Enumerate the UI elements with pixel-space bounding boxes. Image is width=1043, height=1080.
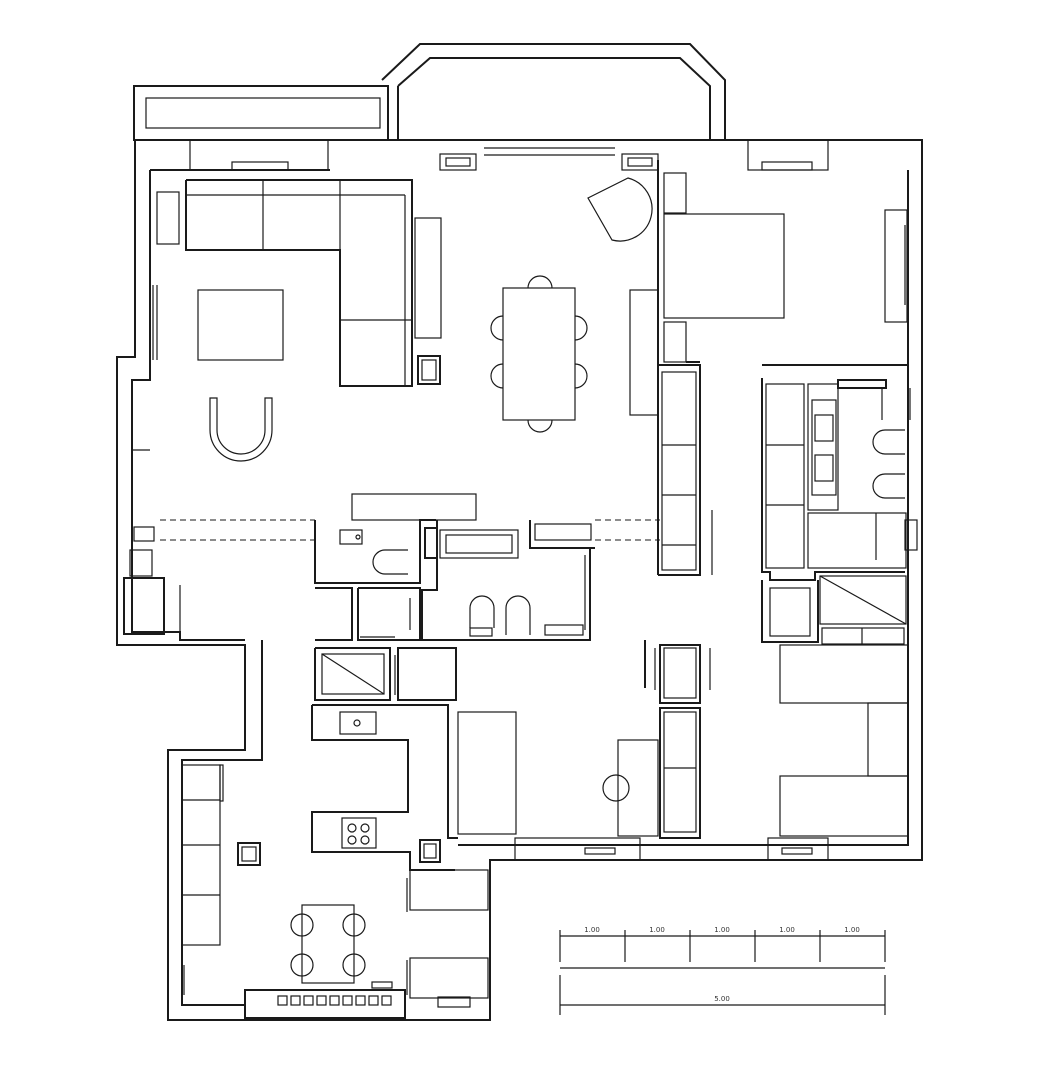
column xyxy=(417,355,441,385)
bedroom-middle xyxy=(457,711,659,861)
scale-label-2: 1.00 xyxy=(649,926,665,934)
dining-table xyxy=(490,275,588,433)
corridor xyxy=(123,519,660,640)
balcony-bay xyxy=(381,43,726,140)
sideboard xyxy=(629,289,659,416)
closets-middle xyxy=(644,640,711,839)
windows-top xyxy=(189,139,829,171)
bathroom-left xyxy=(315,587,421,641)
scale-label-4: 1.00 xyxy=(779,926,795,934)
sofa xyxy=(185,179,413,387)
kitchen-bench xyxy=(181,764,224,995)
side-cabinet xyxy=(156,191,180,245)
shower-left xyxy=(314,647,457,701)
bedroom-right xyxy=(767,644,909,861)
bedroom-master xyxy=(657,160,908,575)
armchair xyxy=(209,397,273,462)
kitchen-column xyxy=(237,842,261,866)
round-chair xyxy=(587,177,653,242)
shower-right xyxy=(761,575,907,645)
scale-label-3: 1.00 xyxy=(714,926,730,934)
balcony-left xyxy=(133,85,389,141)
coffee-table xyxy=(197,289,284,361)
fireplace-bench xyxy=(351,493,477,521)
scale-label-1: 1.00 xyxy=(584,926,600,934)
kitchen-window-shelf xyxy=(244,981,406,1019)
scale-label-5: 1.00 xyxy=(844,926,860,934)
wardrobe-corridor xyxy=(658,364,713,576)
kitchen-dining-table xyxy=(290,904,366,984)
kitchen-counter xyxy=(311,704,458,871)
scale-label-total: 5.00 xyxy=(714,995,730,1003)
scale-bar: 1.00 1.00 1.00 1.00 1.00 5.00 xyxy=(559,926,886,1015)
ensuite-bath xyxy=(761,378,918,581)
kitchen-cabinets-right xyxy=(406,869,489,1008)
tv-console xyxy=(414,217,442,339)
left-window xyxy=(132,285,158,451)
bathroom-central xyxy=(314,519,595,641)
